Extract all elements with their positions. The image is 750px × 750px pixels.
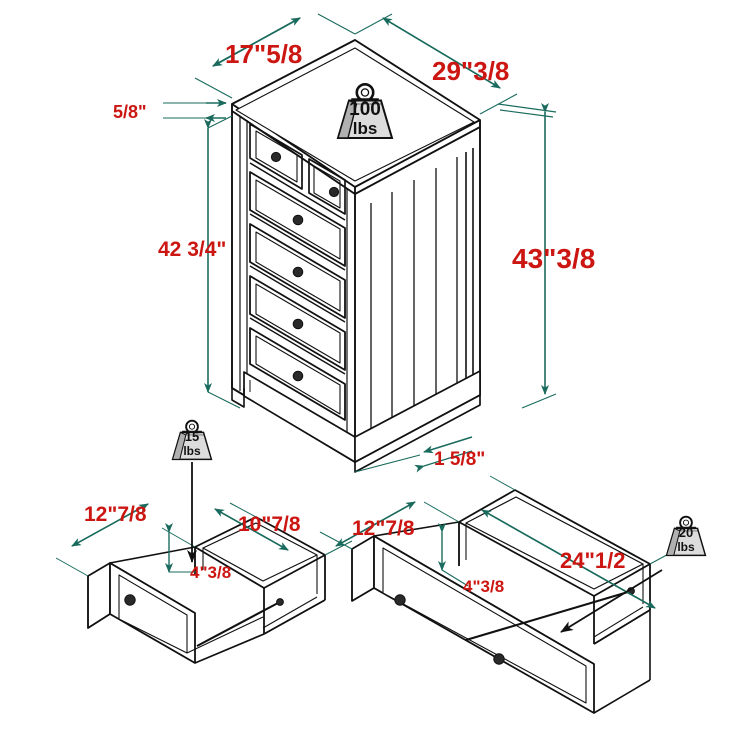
large-drawer-dimension-lines (319, 475, 677, 609)
weight-20-unit: lbs (677, 540, 695, 554)
weight-15-value: 15 (185, 429, 199, 444)
label-base-rail: 1 5/8" (434, 449, 485, 470)
label-large-drawer-height: 4"3/8 (463, 577, 504, 596)
label-large-drawer-depth: 12"7/8 (352, 517, 415, 540)
weight-100-unit: lbs (353, 119, 378, 138)
label-small-drawer-depth: 12"7/8 (84, 503, 147, 526)
weight-icon-100lbs: 100 lbs (336, 83, 394, 140)
label-depth: 17"5/8 (225, 39, 302, 69)
weight-15-unit: lbs (183, 444, 201, 458)
small-drawer-dimension-lines (55, 502, 353, 577)
label-small-drawer-height: 4"3/8 (190, 563, 231, 582)
load-pointer-large (560, 569, 663, 633)
weight-100-value: 100 (349, 99, 381, 120)
label-large-drawer-width: 24"1/2 (560, 548, 625, 573)
small-drawer-drawing (87, 516, 326, 664)
large-drawer-drawing (351, 489, 651, 714)
label-small-drawer-width: 10"7/8 (238, 513, 301, 536)
label-height-panel: 42 3/4" (158, 238, 226, 261)
label-top-thickness: 5/8" (113, 102, 147, 122)
label-width: 29"3/8 (432, 56, 509, 86)
label-overall-height: 43"3/8 (512, 243, 595, 274)
weight-20-value: 20 (679, 525, 693, 540)
main-dimension-lines (163, 13, 557, 473)
weight-icon-15lbs: 15 lbs (171, 419, 213, 461)
weight-icon-20lbs: 20 lbs (665, 515, 707, 557)
